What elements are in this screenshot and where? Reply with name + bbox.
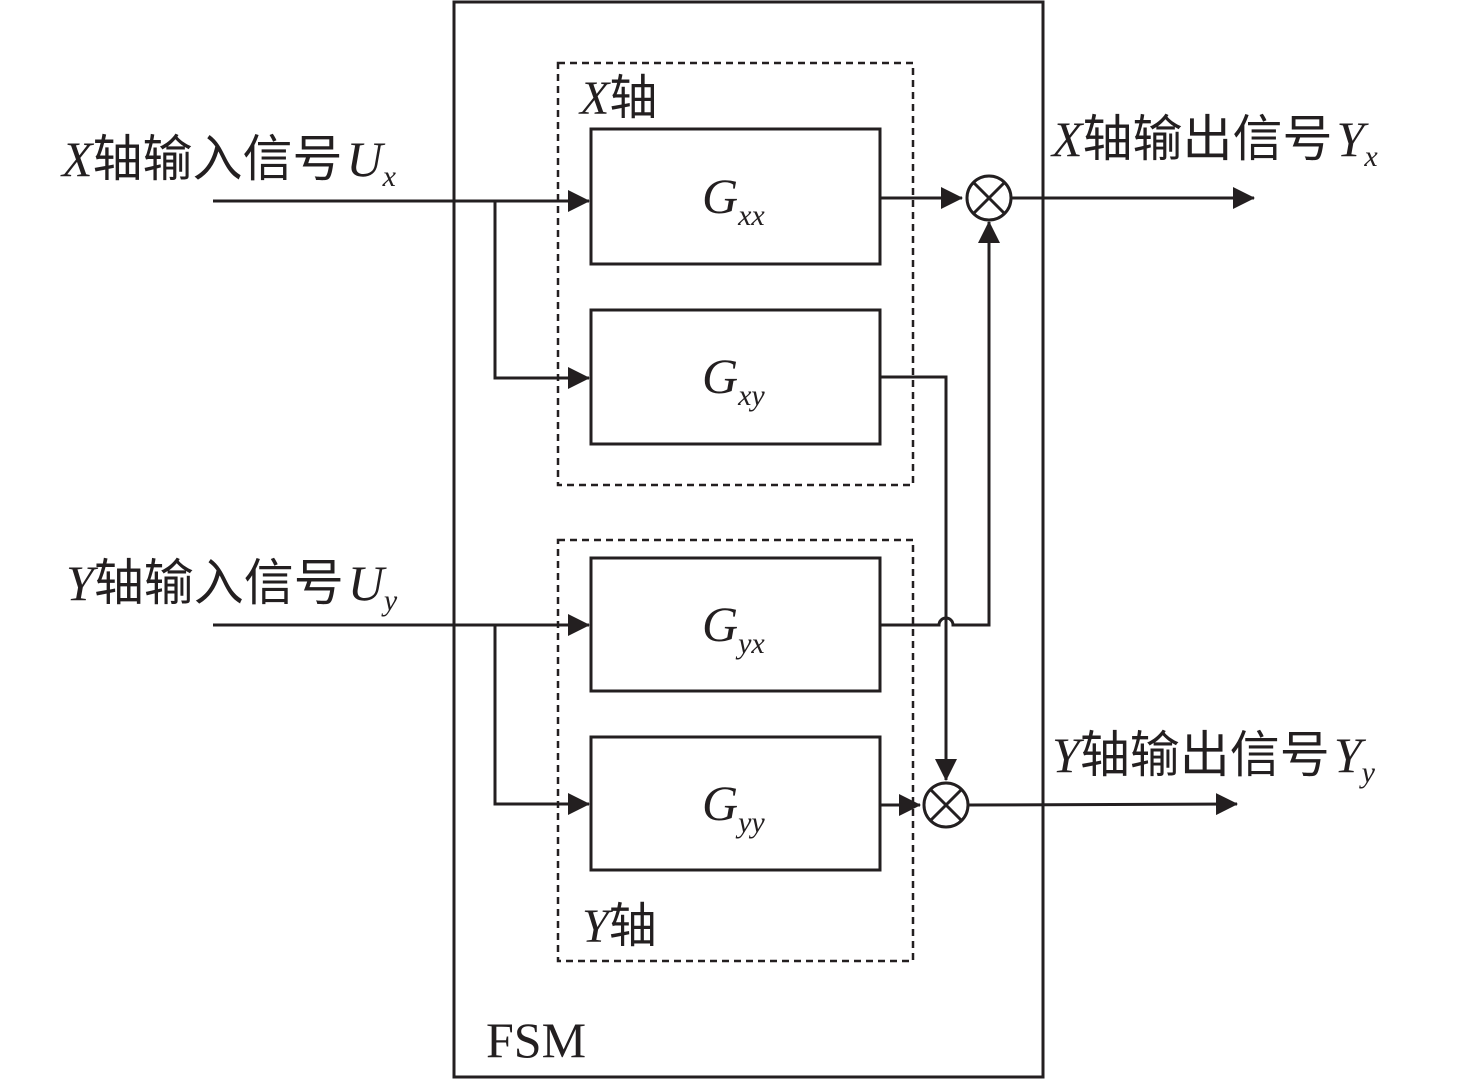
y-axis-var: Y: [582, 900, 613, 953]
block-gxy-main: G: [702, 348, 738, 404]
block-gyx-sub: yx: [735, 627, 765, 660]
ux-to-gxy-arrow: [493, 201, 590, 389]
gxy-to-junction-y-arrow: [880, 375, 957, 781]
input-label-ux: X轴输入信号Ux: [60, 131, 397, 193]
block-gxx-main: G: [702, 168, 738, 224]
output-yy-sym: Y: [1334, 727, 1367, 783]
input-ux-text: 轴输入信号: [93, 131, 343, 187]
y-axis-suffix: 轴: [609, 900, 657, 953]
input-uy-sym: U: [348, 555, 387, 611]
junction-x-multiply-icon: [965, 174, 1013, 222]
input-label-uy: Y轴输入信号Uy: [66, 555, 398, 617]
fsm-label: FSM: [486, 1012, 586, 1068]
block-gxx-sub: xx: [737, 199, 765, 232]
y-axis-group-label: Y轴: [582, 900, 657, 953]
input-uy-sub: y: [381, 584, 398, 617]
block-gxx: Gxx: [589, 127, 882, 266]
yy-output-arrow: [967, 793, 1238, 816]
gyx-to-junction-x-arrow: [880, 221, 1000, 627]
svg-text:Gxy: Gxy: [702, 348, 765, 412]
ux-signal-path: [213, 190, 590, 389]
output-label-yy: Y轴输出信号Yy: [1052, 727, 1376, 789]
output-yx-sym: Y: [1337, 111, 1370, 167]
fsm-container: [452, 0, 1045, 1079]
uy-to-gyy-arrow: [493, 625, 590, 815]
output-yy-text: 轴输出信号: [1080, 727, 1330, 783]
block-gyx: Gyx: [589, 556, 882, 693]
block-gyy: Gyy: [589, 735, 882, 872]
output-yx-sub: x: [1363, 140, 1378, 173]
output-yx-text: 轴输出信号: [1083, 111, 1333, 167]
input-ux-var: X: [60, 131, 95, 187]
x-axis-group: [556, 61, 915, 487]
block-gxy: Gxy: [589, 308, 882, 446]
block-gyy-sub: yy: [735, 806, 765, 839]
block-gyy-main: G: [702, 775, 738, 831]
svg-text:Gyy: Gyy: [702, 775, 765, 839]
input-ux-sym: U: [347, 131, 386, 187]
input-uy-var: Y: [66, 555, 99, 611]
junction-y-multiply-icon: [922, 781, 970, 829]
x-axis-group-label: X轴: [578, 72, 657, 125]
input-uy-text: 轴输入信号: [94, 555, 344, 611]
x-axis-suffix: 轴: [609, 72, 657, 125]
x-axis-var: X: [578, 72, 611, 125]
block-gxy-sub: xy: [737, 379, 765, 412]
y-axis-group: [556, 538, 915, 963]
uy-signal-path: [213, 614, 590, 815]
output-yx-var: X: [1050, 111, 1085, 167]
input-ux-sub: x: [382, 160, 397, 193]
block-gyx-main: G: [702, 596, 738, 652]
output-yy-sub: y: [1359, 756, 1376, 789]
output-label-yx: X轴输出信号Yx: [1050, 111, 1378, 173]
svg-text:Gxx: Gxx: [702, 168, 765, 232]
svg-text:Gyx: Gyx: [702, 596, 765, 660]
output-yy-var: Y: [1052, 727, 1085, 783]
